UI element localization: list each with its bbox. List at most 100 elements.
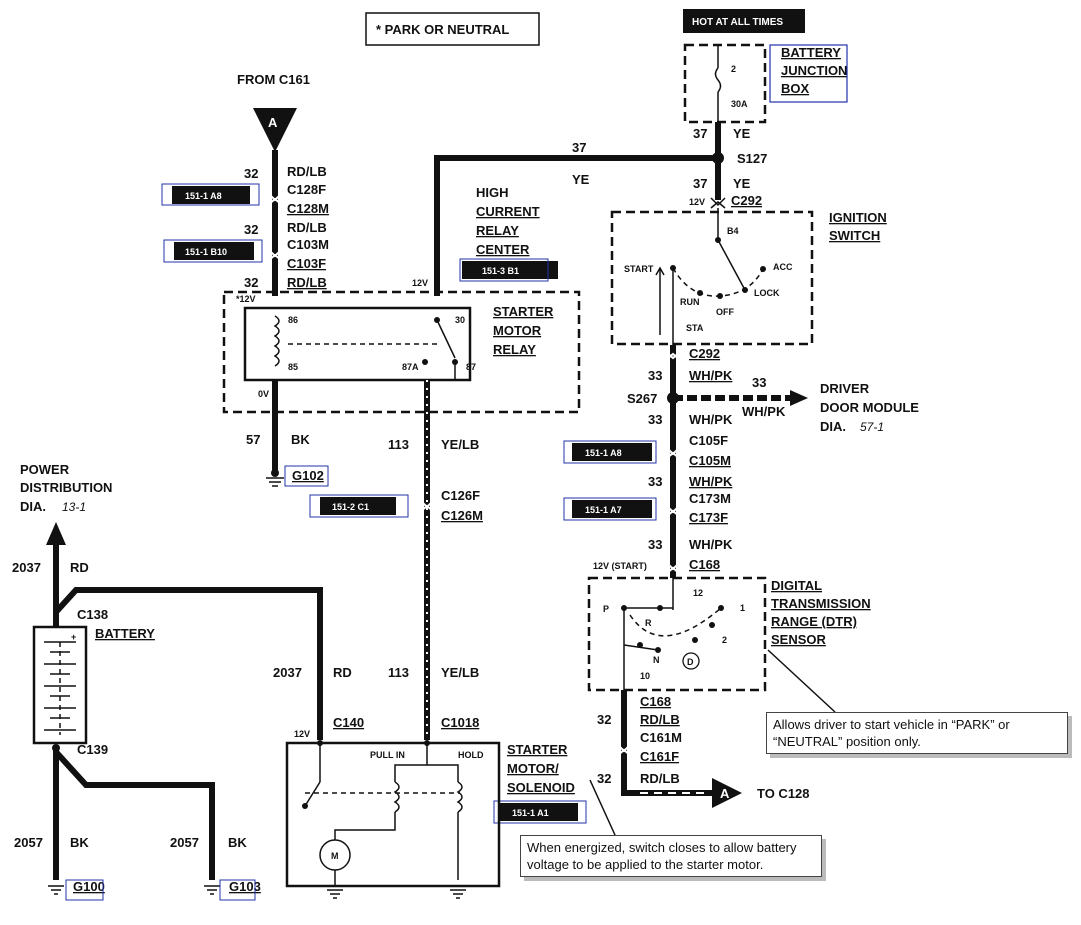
diagram-label: POWER <box>20 462 70 477</box>
diagram-label: PULL IN <box>370 750 405 760</box>
diagram-label: C168 <box>640 694 671 709</box>
diagram-label: RD/LB <box>640 771 680 786</box>
diagram-label: RD/LB <box>287 164 327 179</box>
solenoid-box <box>285 741 501 888</box>
diagram-label: 87A <box>402 362 419 372</box>
diagram-label: RD/LB <box>287 275 327 290</box>
diagram-label: WH/PK <box>689 368 733 383</box>
diagram-label: 32 <box>244 166 258 181</box>
diagram-label: 12 <box>693 588 703 598</box>
diagram-label: 2057 <box>170 835 199 850</box>
diagram-label: 85 <box>288 362 298 372</box>
park-neutral-box <box>365 12 540 46</box>
diagram-label: DRIVER <box>820 381 870 396</box>
diagram-label: DOOR MODULE <box>820 400 919 415</box>
diagram-label: C173M <box>689 491 731 506</box>
diagram-label: RELAY <box>493 342 536 357</box>
diagram-label: BK <box>228 835 247 850</box>
diagram-label: 33 <box>648 368 662 383</box>
s127-label: S127 <box>737 151 767 166</box>
diagram-label: TRANSMISSION <box>771 596 871 611</box>
ref-badge-6: 151-1 A7 <box>563 497 657 521</box>
diagram-label: 33 <box>648 474 662 489</box>
diagram-label: DIA. <box>820 419 846 434</box>
diagram-label: WH/PK <box>689 537 733 552</box>
arrow-right-icon <box>790 390 808 406</box>
dtr-sensor-box <box>587 576 767 692</box>
diagram-label: MOTOR/ <box>507 761 559 776</box>
diagram-label: BATTERY <box>95 626 155 641</box>
diagram-label: 10 <box>640 671 650 681</box>
wire-37-to-relay <box>434 155 718 296</box>
diagram-label: R <box>645 618 652 628</box>
diagram-label: + <box>71 632 76 642</box>
diagram-label: RD/LB <box>287 220 327 235</box>
diagram-label: C1018 <box>441 715 479 730</box>
bjb-label-3: BOX <box>781 81 810 96</box>
diagram-label: RD <box>333 665 352 680</box>
diagram-label: CENTER <box>476 242 530 257</box>
diagram-label: 37 <box>693 126 707 141</box>
battery-icon <box>32 625 88 745</box>
solenoid-note: When energized, switch closes to allow b… <box>520 835 822 877</box>
diagram-label: G103 <box>229 879 261 894</box>
diagram-label: 1 <box>740 603 745 613</box>
diagram-label: OFF <box>716 307 734 317</box>
ref-badge-4: 151-2 C1 <box>309 494 409 518</box>
diagram-label: G102 <box>292 468 324 483</box>
diagram-label: 57 <box>246 432 260 447</box>
diagram-label: C105M <box>689 453 731 468</box>
diagram-label: LOCK <box>754 288 780 298</box>
diagram-label: C103F <box>287 256 326 271</box>
bjb-label-2: JUNCTION <box>781 63 847 78</box>
diagram-label: SENSOR <box>771 632 827 647</box>
diagram-label: WH/PK <box>689 474 733 489</box>
diagram-label: 12V (START) <box>593 561 647 571</box>
diagram-label: C140 <box>333 715 364 730</box>
diagram-label: B4 <box>727 226 739 236</box>
diagram-label: WH/PK <box>689 412 733 427</box>
diagram-label: 30 <box>455 315 465 325</box>
diagram-label: C173F <box>689 510 728 525</box>
ignition-switch-box <box>610 210 814 346</box>
diagram-label: 2 <box>722 635 727 645</box>
diagram-label: DISTRIBUTION <box>20 480 112 495</box>
pull-in-coil-icon <box>393 781 400 813</box>
diagram-label: C168 <box>689 557 720 572</box>
diagram-label: RUN <box>680 297 700 307</box>
diagram-label: 0V <box>258 389 269 399</box>
diagram-label: C105F <box>689 433 728 448</box>
to-c128-label: TO C128 <box>757 786 810 801</box>
fuse-icon <box>714 67 722 93</box>
diagram-label: 32 <box>597 771 611 786</box>
diagram-label: 87 <box>466 362 476 372</box>
diagram-label: C128F <box>287 182 326 197</box>
diagram-label: 151-1 A8 <box>185 191 222 201</box>
battery-junction-box <box>683 43 767 124</box>
diagram-label: N <box>653 655 660 665</box>
diagram-label: 2037 <box>273 665 302 680</box>
diagram-label: BK <box>70 835 89 850</box>
bjb-label-1: BATTERY <box>781 45 841 60</box>
diagram-label: 151-3 B1 <box>482 266 519 276</box>
diagram-label: DIGITAL <box>771 578 822 593</box>
diagram-label: RD <box>70 560 89 575</box>
diagram-label: C103M <box>287 237 329 252</box>
diagram-label: 33 <box>648 412 662 427</box>
diagram-label: HOLD <box>458 750 484 760</box>
diagram-label: 151-1 B10 <box>185 247 227 257</box>
diagram-label: 33 <box>648 537 662 552</box>
diagram-label: ACC <box>773 262 793 272</box>
ground-g100-icon <box>48 885 64 895</box>
ground-g102-icon <box>266 477 284 487</box>
diagram-label: 151-1 A1 <box>512 808 549 818</box>
diagram-label: 37 <box>572 140 586 155</box>
connector-a-arrow-icon <box>712 778 742 808</box>
dtr-note: Allows driver to start vehicle in “PARK”… <box>766 712 1068 754</box>
diagram-label: STARTER <box>507 742 568 757</box>
ref-badge-3: 151-3 B1 <box>459 258 558 282</box>
diagram-label: 57-1 <box>860 420 884 434</box>
diagram-label: 37 <box>693 176 707 191</box>
diagram-label: G100 <box>73 879 105 894</box>
